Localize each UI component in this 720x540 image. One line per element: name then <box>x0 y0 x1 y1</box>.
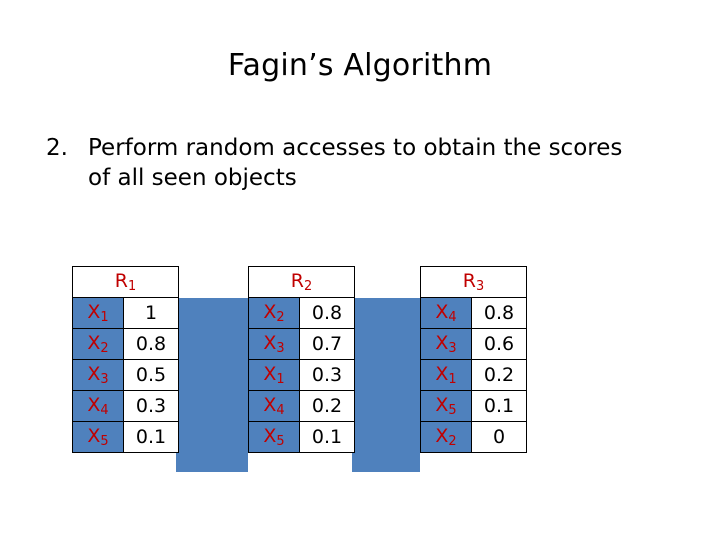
object-cell: X1 <box>72 297 124 329</box>
object-subscript: 2 <box>100 341 109 357</box>
object-subscript: 3 <box>276 341 285 357</box>
object-label: X <box>263 393 277 416</box>
table-row: X4 0.3 <box>72 390 179 422</box>
table-r2: R2 X2 0.8 X3 0.7 X1 0.3 X4 0.2 <box>248 266 355 453</box>
table-row: X5 0.1 <box>248 421 355 453</box>
object-label: X <box>263 424 277 447</box>
score-cell: 0.6 <box>471 328 527 360</box>
table-header-label: R <box>462 269 476 292</box>
object-label: X <box>263 300 277 323</box>
table-spacer-2 <box>352 298 420 472</box>
score-cell: 0.3 <box>123 390 179 422</box>
table-header-subscript: 2 <box>303 279 313 295</box>
object-label: X <box>87 393 101 416</box>
object-cell: X1 <box>420 359 472 391</box>
object-label: X <box>263 331 277 354</box>
object-cell: X4 <box>420 297 472 329</box>
table-header-subscript: 1 <box>127 279 137 295</box>
table-header-subscript: 3 <box>475 279 485 295</box>
table-row: X5 0.1 <box>420 390 527 422</box>
table-row: X2 0.8 <box>72 328 179 360</box>
score-cell: 0.1 <box>471 390 527 422</box>
score-cell: 1 <box>123 297 179 329</box>
object-cell: X5 <box>420 390 472 422</box>
object-cell: X5 <box>248 421 300 453</box>
object-subscript: 2 <box>276 310 285 326</box>
object-subscript: 5 <box>276 434 285 450</box>
table-row: X3 0.5 <box>72 359 179 391</box>
bullet-item: 2. Perform random accesses to obtain the… <box>36 133 636 194</box>
object-label: X <box>87 362 101 385</box>
object-cell: X2 <box>72 328 124 360</box>
bullet-number: 2. <box>46 135 68 161</box>
object-label: X <box>435 393 449 416</box>
table-row: X1 0.2 <box>420 359 527 391</box>
table-header-label: R <box>114 269 128 292</box>
tables-group: R1 X1 1 X2 0.8 X3 0.5 X4 0.3 <box>72 266 648 498</box>
table-header-row: R2 <box>248 266 355 298</box>
score-cell: 0.5 <box>123 359 179 391</box>
bullet-text: Perform random accesses to obtain the sc… <box>88 135 623 192</box>
table-spacer-1 <box>176 298 248 472</box>
table-header-r2: R2 <box>248 266 355 298</box>
table-row: X1 0.3 <box>248 359 355 391</box>
object-cell: X1 <box>248 359 300 391</box>
object-subscript: 4 <box>100 403 109 419</box>
object-subscript: 3 <box>100 372 109 388</box>
table-row: X2 0.8 <box>248 297 355 329</box>
object-cell: X2 <box>420 421 472 453</box>
object-label: X <box>435 331 449 354</box>
object-label: X <box>263 362 277 385</box>
table-row: X1 1 <box>72 297 179 329</box>
object-cell: X3 <box>72 359 124 391</box>
table-r3: R3 X4 0.8 X3 0.6 X1 0.2 X5 0.1 <box>420 266 527 453</box>
table-row: X4 0.2 <box>248 390 355 422</box>
object-subscript: 1 <box>448 372 457 388</box>
table-row: X3 0.7 <box>248 328 355 360</box>
score-cell: 0 <box>471 421 527 453</box>
table-r1: R1 X1 1 X2 0.8 X3 0.5 X4 0.3 <box>72 266 179 453</box>
object-cell: X4 <box>248 390 300 422</box>
object-subscript: 4 <box>276 403 285 419</box>
table-row: X2 0 <box>420 421 527 453</box>
object-subscript: 3 <box>448 341 457 357</box>
object-label: X <box>87 331 101 354</box>
score-cell: 0.2 <box>299 390 355 422</box>
table-row: X3 0.6 <box>420 328 527 360</box>
object-label: X <box>87 424 101 447</box>
object-subscript: 5 <box>100 434 109 450</box>
page-title: Fagin’s Algorithm <box>227 48 493 83</box>
table-header-row: R1 <box>72 266 179 298</box>
score-cell: 0.2 <box>471 359 527 391</box>
score-cell: 0.8 <box>123 328 179 360</box>
object-subscript: 5 <box>448 403 457 419</box>
object-label: X <box>435 300 449 323</box>
score-cell: 0.1 <box>299 421 355 453</box>
object-label: X <box>435 362 449 385</box>
object-subscript: 4 <box>448 310 457 326</box>
score-cell: 0.3 <box>299 359 355 391</box>
score-cell: 0.7 <box>299 328 355 360</box>
object-cell: X3 <box>420 328 472 360</box>
score-cell: 0.8 <box>471 297 527 329</box>
object-subscript: 1 <box>100 310 109 326</box>
object-cell: X4 <box>72 390 124 422</box>
score-cell: 0.1 <box>123 421 179 453</box>
object-cell: X2 <box>248 297 300 329</box>
object-cell: X5 <box>72 421 124 453</box>
table-header-label: R <box>290 269 304 292</box>
table-header-row: R3 <box>420 266 527 298</box>
object-cell: X3 <box>248 328 300 360</box>
table-row: X4 0.8 <box>420 297 527 329</box>
object-subscript: 2 <box>448 434 457 450</box>
object-subscript: 1 <box>276 372 285 388</box>
object-label: X <box>435 424 449 447</box>
table-row: X5 0.1 <box>72 421 179 453</box>
score-cell: 0.8 <box>299 297 355 329</box>
object-label: X <box>87 300 101 323</box>
table-header-r1: R1 <box>72 266 179 298</box>
table-header-r3: R3 <box>420 266 527 298</box>
